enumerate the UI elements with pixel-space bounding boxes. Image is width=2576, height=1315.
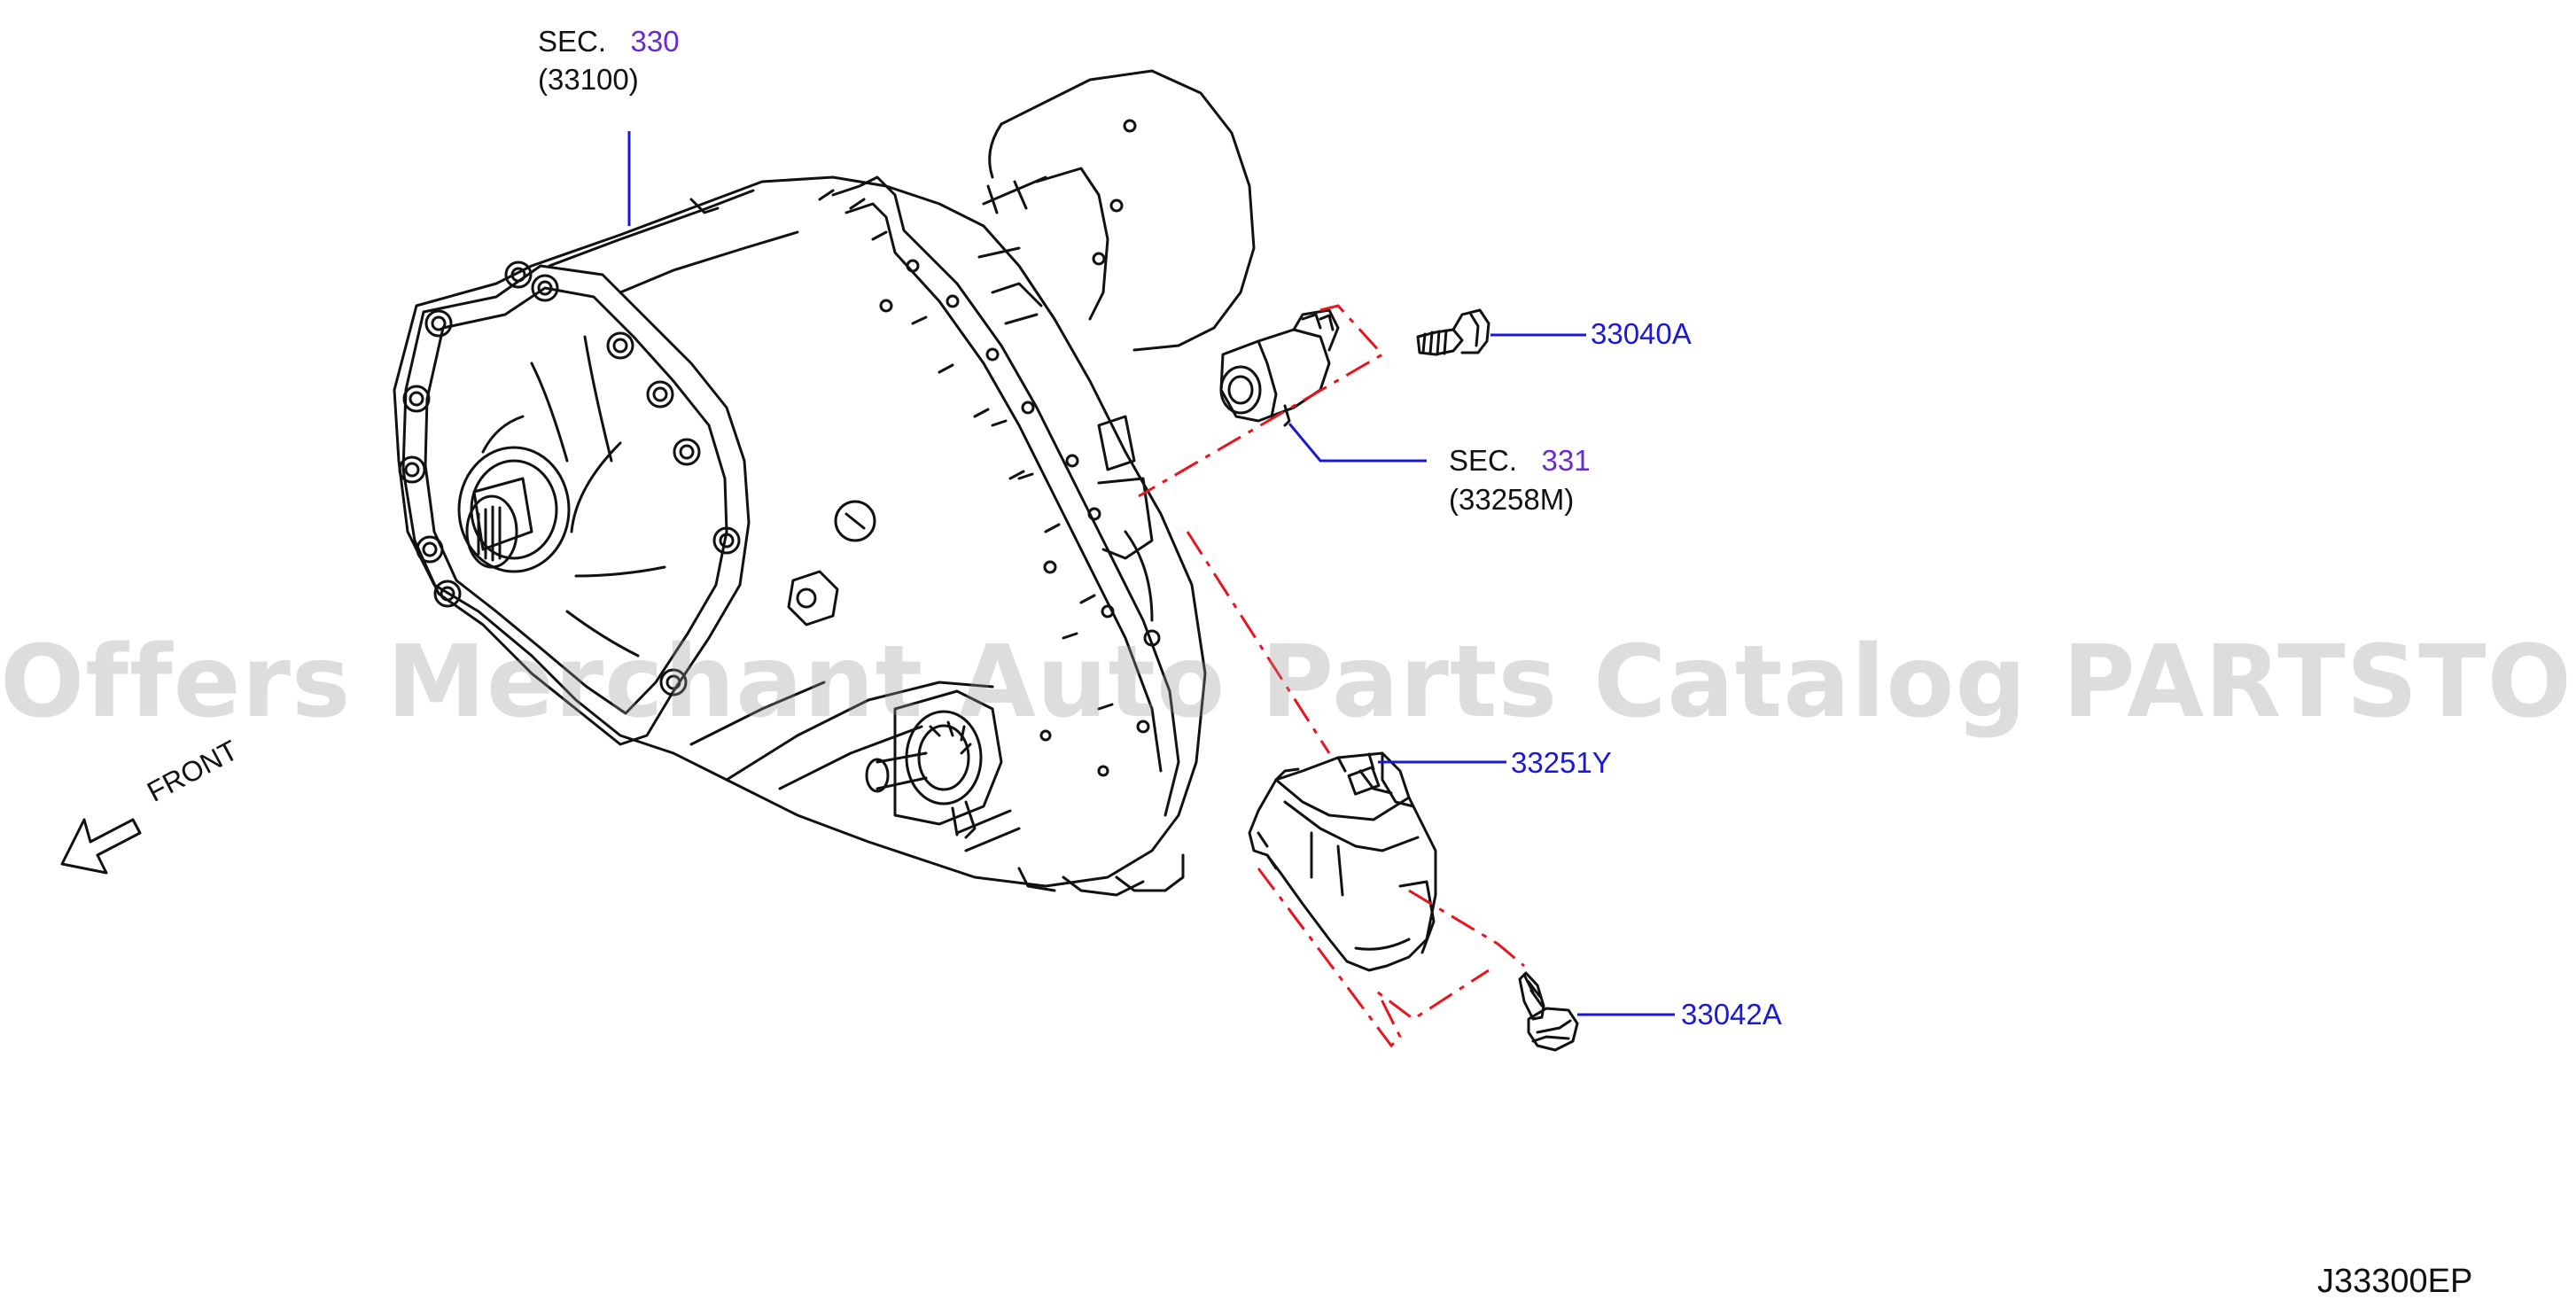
sec330-prefix: SEC. [538, 25, 607, 58]
shift-actuator-33251y[interactable] [1248, 751, 1437, 972]
leader-lines [627, 131, 1675, 1016]
sec330-number[interactable]: 330 [630, 25, 680, 58]
sec331-prefix: SEC. [1449, 444, 1518, 477]
watermark: Offers Merchant Auto Parts Catalog PARTS… [0, 625, 2576, 740]
sec330-part: (33100) [538, 63, 639, 96]
sec330-label: SEC. 330 [538, 27, 680, 56]
bolt-33042a[interactable] [1518, 971, 1579, 1052]
sec331-label: SEC. 331 [1449, 446, 1591, 475]
diagram-code: J33300EP [2317, 1263, 2473, 1300]
part-33251y-label[interactable]: 33251Y [1511, 746, 1612, 779]
position-switch[interactable] [1219, 308, 1340, 427]
sec331-number[interactable]: 331 [1541, 444, 1591, 477]
front-arrow-icon [60, 818, 142, 875]
sec331-part: (33258M) [1449, 483, 1575, 516]
part-33040a-label[interactable]: 33040A [1591, 317, 1692, 350]
part-33042a-label[interactable]: 33042A [1681, 998, 1782, 1031]
bolt-33040a[interactable] [1416, 308, 1490, 356]
leader-sec331 [1288, 423, 1427, 463]
assembly-centerlines [1138, 304, 1525, 1048]
transfer-case-housing[interactable] [393, 69, 1256, 897]
